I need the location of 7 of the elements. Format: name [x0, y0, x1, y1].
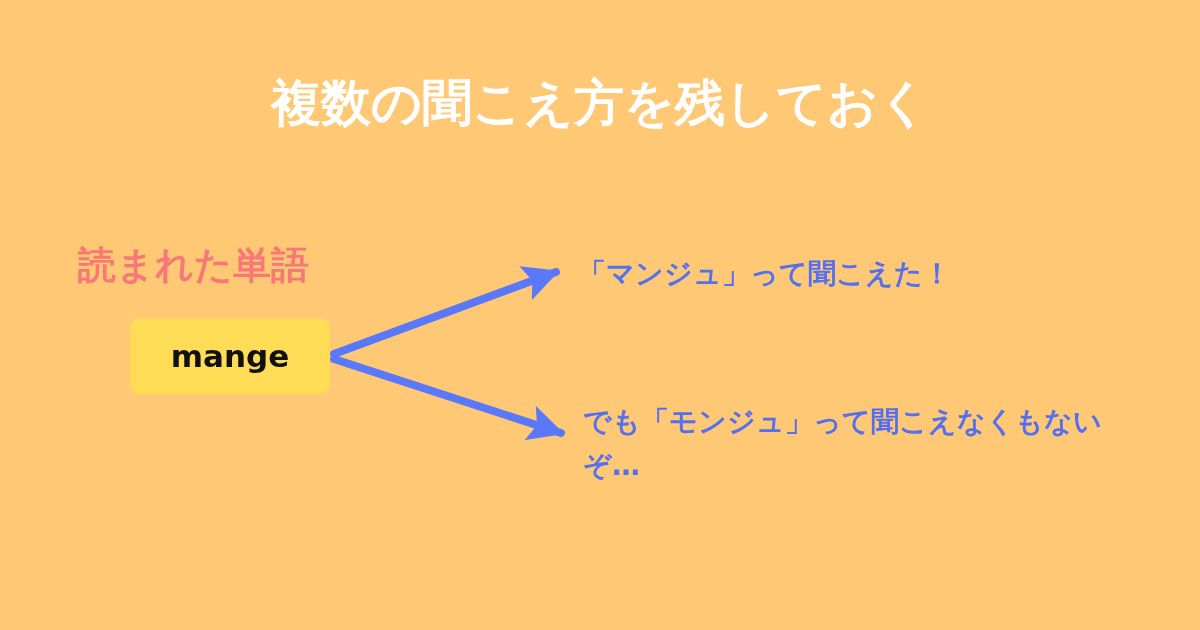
arrow	[330, 355, 565, 441]
heading-text: 読まれた単語	[78, 242, 309, 289]
arrow	[330, 266, 560, 358]
title: 複数の聞こえ方を残しておく	[269, 73, 930, 134]
word-box: mange	[130, 318, 330, 394]
speech-text: 「マンジュ」って聞こえた！	[578, 255, 1078, 293]
speech-text: でも「モンジュ」って聞こえなくもないぞ…	[583, 400, 1128, 488]
